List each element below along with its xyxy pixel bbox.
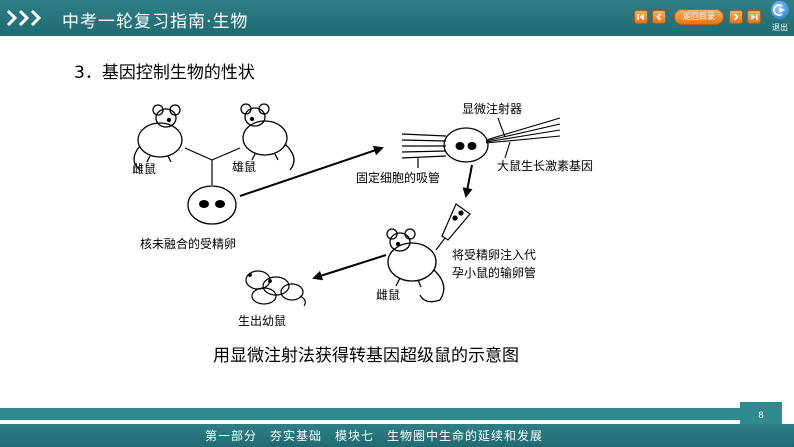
return-toc-button[interactable]: 返回目录 xyxy=(674,9,724,25)
skip-forward-icon xyxy=(751,14,758,20)
chevron-left-icon xyxy=(656,13,662,21)
label-pups: 生出幼鼠 xyxy=(238,314,287,328)
holding-pipette-icon xyxy=(401,133,447,168)
footer-stripe xyxy=(0,408,740,420)
chevron-right-icon xyxy=(733,13,739,21)
micro-injector-icon xyxy=(485,117,561,159)
exit-button[interactable]: 退出 xyxy=(768,1,792,35)
fertilized-egg-icon xyxy=(187,185,237,225)
injected-egg-icon xyxy=(443,127,489,163)
label-female-mouse: 雌鼠 xyxy=(132,162,157,176)
label-micro-injector: 显微注射器 xyxy=(462,102,523,116)
label-inject-line1: 将受精卵注入代 xyxy=(452,248,537,262)
footer-text: 第一部分 夯实基础 模块七 生物圈中生命的延续和发展 xyxy=(205,429,544,443)
label-unfused-egg: 核未融合的受精卵 xyxy=(140,237,237,251)
female-mouse-icon xyxy=(133,104,183,171)
section-title: 3．基因控制生物的性状 xyxy=(74,63,255,83)
diagram-caption: 用显微注射法获得转基因超级鼠的示意图 xyxy=(213,346,519,366)
skip-back-icon xyxy=(637,14,644,20)
label-male-mouse: 雄鼠 xyxy=(232,160,257,174)
label-surrogate-mouse: 雌鼠 xyxy=(376,288,401,302)
transfer-pipette-icon xyxy=(435,203,471,251)
surrogate-mouse-icon xyxy=(386,228,445,303)
label-inject-line2: 孕小鼠的输卵管 xyxy=(452,266,537,280)
footer-bar xyxy=(0,424,794,447)
last-page-button[interactable] xyxy=(747,10,761,24)
pups-icon xyxy=(245,270,306,307)
exit-label: 退出 xyxy=(772,23,788,32)
first-page-button[interactable] xyxy=(634,10,648,24)
header-title: 中考一轮复习指南·生物 xyxy=(62,12,249,32)
header-bar: 中考一轮复习指南·生物 返回目录 退出 xyxy=(0,0,794,36)
next-page-button[interactable] xyxy=(729,10,743,24)
chevrons-icon xyxy=(6,9,42,27)
prev-page-button[interactable] xyxy=(652,10,666,24)
exit-icon xyxy=(771,1,789,19)
label-growth-gene: 大鼠生长激素基因 xyxy=(497,159,594,173)
label-holding-pipette: 固定细胞的吸管 xyxy=(356,171,441,185)
male-mouse-icon xyxy=(240,103,295,171)
